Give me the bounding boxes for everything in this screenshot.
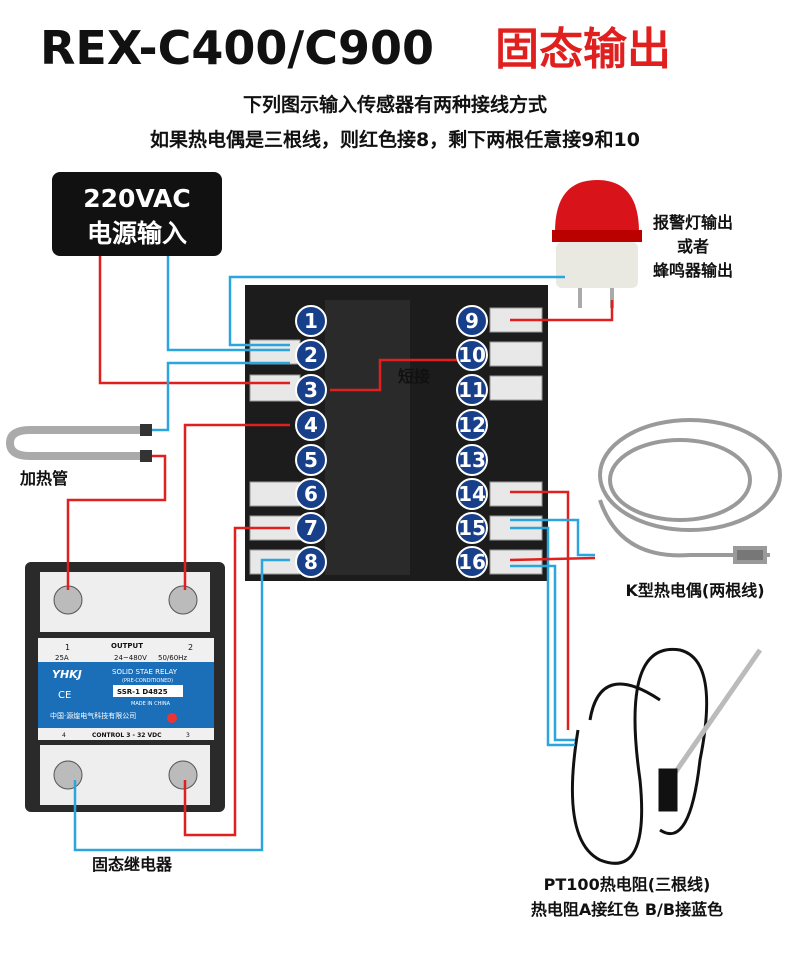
wire-power-to-3 (98, 256, 290, 385)
pt100-sensor-icon (570, 647, 763, 865)
relay-brand-logo: YHKJ (52, 668, 82, 681)
relay-made-in: MADE IN CHINA (131, 701, 171, 707)
relay-current: 25A (55, 654, 69, 662)
terminal-8: 8 (304, 550, 318, 574)
power-voltage: 220VAC (83, 184, 191, 213)
relay-pin-4: 4 (62, 732, 66, 739)
title-highlight: 固态输出 (495, 24, 671, 75)
ce-mark: CE (58, 690, 71, 701)
thermocouple-label: K型热电偶(两根线) (625, 581, 764, 600)
wire-4-to-ssr2 (183, 423, 290, 590)
power-label: 电源输入 (87, 219, 187, 248)
terminal-1: 1 (304, 309, 318, 333)
heater-label: 加热管 (19, 469, 68, 488)
title-model: REX-C400/C900 (40, 21, 434, 75)
alarm-label-3: 蜂鸣器输出 (653, 261, 733, 280)
relay-model: SSR-1 D4825 (117, 688, 168, 696)
heater-icon (5, 424, 152, 462)
subtitle-2: 如果热电偶是三根线，则红色接8，剩下两根任意接9和10 (150, 128, 640, 151)
terminal-7: 7 (304, 516, 318, 540)
terminal-13: 13 (458, 448, 486, 472)
short-label: 短接 (398, 367, 430, 386)
wire-power-to-2 (166, 256, 290, 352)
relay-control: CONTROL 3 - 32 VDC (92, 732, 162, 739)
terminal-11: 11 (458, 378, 486, 402)
wire-short-3-10 (330, 358, 460, 392)
relay-company: 中国·源煌电气科技有限公司 (50, 711, 136, 720)
controller-body (245, 285, 548, 581)
terminal-16: 16 (458, 550, 486, 574)
terminal-2: 2 (304, 343, 318, 367)
relay-frequency: 50/60Hz (158, 654, 187, 662)
relay-pin-3: 3 (186, 732, 190, 739)
wire-15-thermocouple (510, 518, 595, 557)
wire-7-to-ssr3 (183, 526, 290, 837)
terminal-4: 4 (304, 413, 318, 437)
terminals-left: 1 2 3 4 5 6 7 8 (295, 305, 327, 578)
wire-alarm-to-2 (228, 275, 565, 347)
thermocouple-icon (598, 418, 782, 564)
wire-alarm-to-9 (510, 300, 614, 322)
terminal-14: 14 (458, 482, 486, 506)
terminal-5: 5 (304, 448, 318, 472)
wire-8-to-ssr4 (73, 558, 290, 852)
relay-voltage: 24~480V (114, 654, 147, 662)
terminal-12: 12 (458, 413, 486, 437)
wire-16-thermocouple (509, 556, 596, 562)
wire-14-pt100 (510, 490, 570, 730)
alarm-label-2: 或者 (677, 237, 709, 256)
relay-pin-2: 2 (188, 643, 193, 652)
wire-15-pt100 (510, 526, 575, 747)
wire-heater-to-2 (152, 361, 290, 432)
relay-type: SOLID STAE RELAY (112, 668, 178, 676)
pt100-label-2: 热电阻A接红色 B/B接蓝色 (531, 900, 723, 919)
power-input-box: 220VAC 电源输入 (52, 172, 222, 256)
wire-heater-to-ssr1 (66, 454, 167, 590)
solid-state-relay: 1 OUTPUT 2 25A 24~480V 50/60Hz YHKJ CE S… (25, 562, 225, 812)
terminal-3: 3 (304, 378, 318, 402)
relay-label: 固态继电器 (92, 855, 173, 874)
relay-output: OUTPUT (111, 642, 143, 650)
alarm-light-icon (552, 180, 642, 308)
terminal-10: 10 (458, 343, 486, 367)
subtitle-1: 下列图示输入传感器有两种接线方式 (243, 93, 547, 116)
terminals-right: 9 10 11 12 13 14 15 16 (456, 305, 488, 578)
wire-16-pt100 (510, 564, 575, 742)
terminal-6: 6 (304, 482, 318, 506)
terminal-15: 15 (458, 516, 486, 540)
terminal-9: 9 (465, 309, 479, 333)
relay-pin-1: 1 (65, 643, 70, 652)
wires (66, 256, 614, 852)
pt100-label-1: PT100热电阻(三根线) (544, 875, 711, 894)
alarm-label-1: 报警灯输出 (653, 213, 733, 232)
relay-subtype: (PRE-CONDITIONED) (122, 678, 173, 684)
